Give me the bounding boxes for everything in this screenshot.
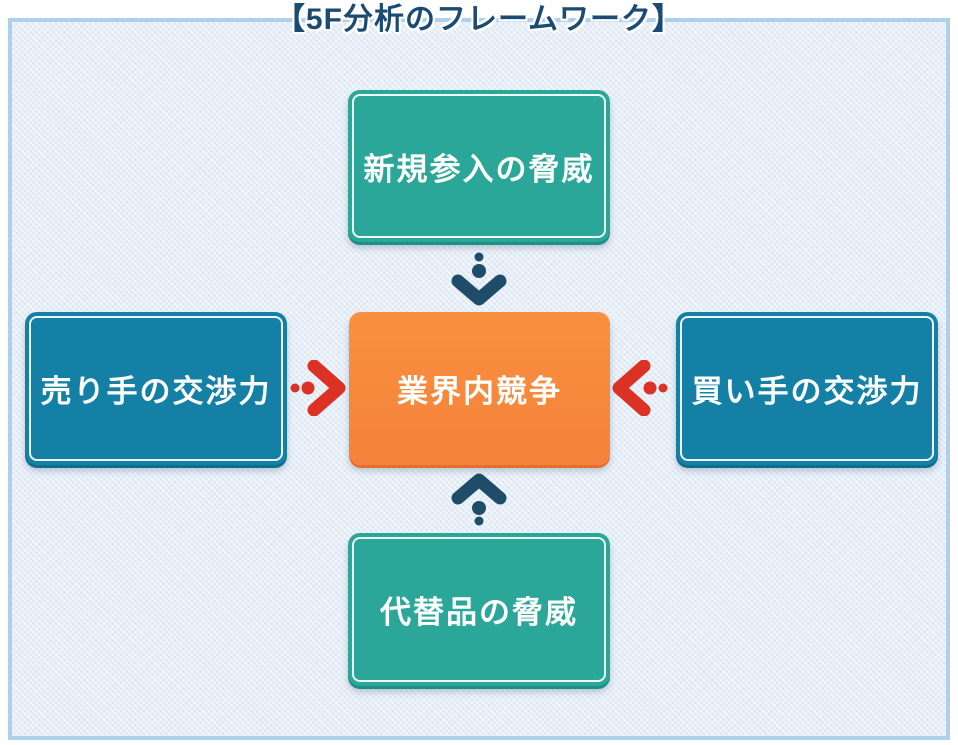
force-box-substitutes: 代替品の脅威 <box>348 533 610 686</box>
diagram-title: 【5F分析のフレームワーク】 <box>274 3 684 36</box>
force-box-industry-rivalry: 業界内競争 <box>349 312 610 465</box>
force-label-industry-rivalry: 業界内競争 <box>397 374 562 409</box>
force-label-substitutes: 代替品の脅威 <box>380 595 578 630</box>
dotted-chevron-arrow-left-icon <box>612 360 668 416</box>
force-label-buyers: 買い手の交渉力 <box>691 374 923 409</box>
force-box-new-entrants: 新規参入の脅威 <box>348 90 610 242</box>
force-label-suppliers: 売り手の交渉力 <box>40 374 272 409</box>
dotted-chevron-arrow-up-icon <box>451 473 507 526</box>
force-label-new-entrants: 新規参入の脅威 <box>363 151 595 187</box>
dotted-chevron-arrow-down-icon <box>451 252 507 306</box>
force-box-buyers: 買い手の交渉力 <box>676 312 938 465</box>
force-box-suppliers: 売り手の交渉力 <box>25 312 287 465</box>
dotted-chevron-arrow-right-icon <box>290 360 346 416</box>
